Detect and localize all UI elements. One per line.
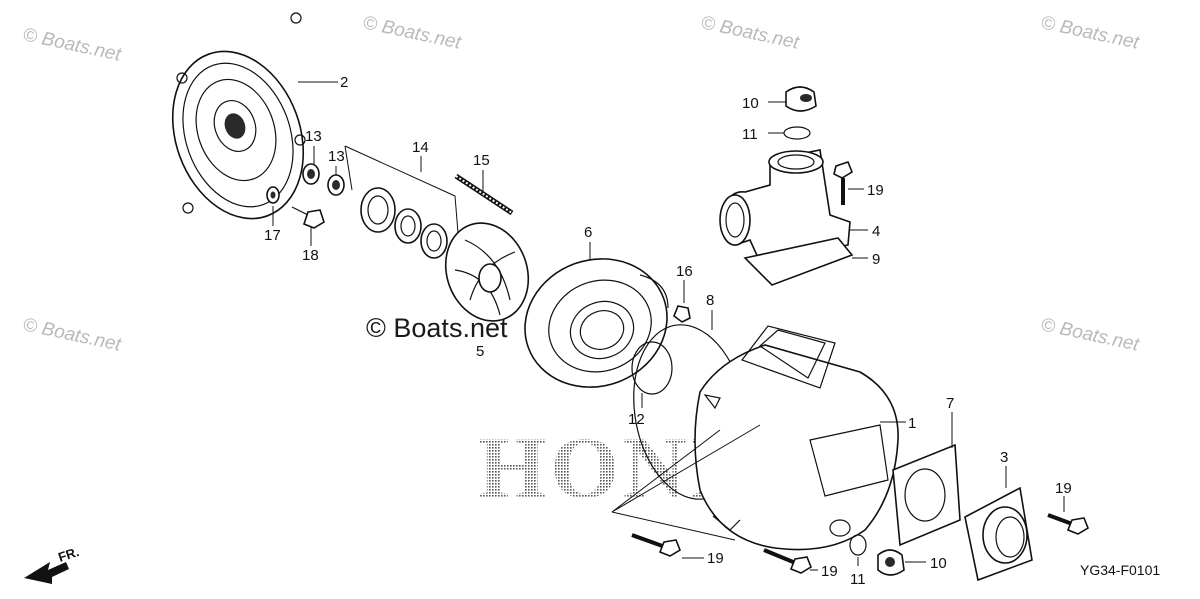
back-plate-part-2	[171, 12, 306, 220]
bolt-part-19-bottom-left	[631, 533, 681, 557]
bolt-part-18	[291, 206, 325, 229]
label-part-2: 2	[340, 74, 348, 91]
watermark-top-center-right: © Boats.net	[699, 12, 801, 53]
label-part-19-right: 19	[1055, 480, 1072, 497]
o-ring-part-11-top	[783, 126, 811, 140]
seal-part-13b	[327, 174, 345, 196]
svg-text:FR.: FR.	[56, 544, 81, 565]
label-part-19-bottom-left: 19	[707, 550, 724, 567]
center-watermark: © Boats.net	[366, 313, 508, 343]
plug-part-10-top	[785, 86, 817, 112]
label-part-1: 1	[908, 415, 916, 432]
watermark-mid-left: © Boats.net	[21, 314, 123, 355]
watermark-top-center-left: © Boats.net	[361, 12, 463, 53]
label-leader-lines	[272, 81, 1065, 571]
label-part-11-top: 11	[742, 126, 758, 143]
label-part-5: 5	[476, 343, 484, 360]
bolt-part-19-right	[1047, 513, 1089, 535]
label-part-9: 9	[872, 251, 880, 268]
label-part-7: 7	[946, 395, 954, 412]
gasket-part-7-hole	[904, 468, 946, 522]
cover-part-3	[964, 486, 1033, 582]
discharge-elbow-part-4	[719, 149, 851, 263]
nut-part-16	[673, 305, 691, 323]
label-part-17: 17	[264, 227, 281, 244]
gasket-part-7	[892, 443, 961, 547]
watermark-top-left: © Boats.net	[21, 24, 123, 65]
gasket-part-9	[743, 237, 854, 286]
label-part-19-bottom-right: 19	[821, 563, 838, 580]
label-part-18: 18	[302, 247, 319, 264]
plug-part-10-bottom	[877, 549, 905, 576]
washer-part-17	[266, 186, 280, 204]
label-part-10-top: 10	[742, 95, 759, 112]
label-part-3: 3	[1000, 449, 1008, 466]
label-part-13b: 13	[328, 148, 345, 165]
bolt-part-19-bottom-right	[763, 548, 812, 574]
label-part-15: 15	[473, 152, 490, 169]
volute-case-part-6	[524, 258, 669, 388]
watermark-top-right: © Boats.net	[1039, 12, 1141, 53]
label-part-4: 4	[872, 223, 880, 240]
seal-part-13a	[302, 163, 320, 185]
label-part-10-bottom: 10	[930, 555, 947, 572]
label-part-12: 12	[628, 411, 645, 428]
label-part-13a: 13	[305, 128, 322, 145]
label-part-16: 16	[676, 263, 693, 280]
bolt-leader-lines	[611, 424, 761, 541]
o-ring-part-12	[631, 341, 673, 395]
stud-part-15	[454, 173, 514, 216]
front-arrow-icon: FR.	[24, 544, 81, 584]
diagram-code: YG34-F0101	[1080, 562, 1160, 578]
label-part-11-bottom: 11	[850, 571, 866, 588]
impeller-part-5	[444, 222, 530, 322]
pump-casing-part-1	[694, 325, 899, 551]
watermark-mid-right: © Boats.net	[1039, 314, 1141, 355]
label-part-19-top: 19	[867, 182, 884, 199]
mechanical-seal-part-14	[344, 145, 459, 259]
bolt-part-19-top	[833, 161, 853, 205]
label-part-6: 6	[584, 224, 592, 241]
label-part-8: 8	[706, 292, 714, 309]
label-part-14: 14	[412, 139, 429, 156]
o-ring-part-11-bottom	[849, 534, 867, 556]
